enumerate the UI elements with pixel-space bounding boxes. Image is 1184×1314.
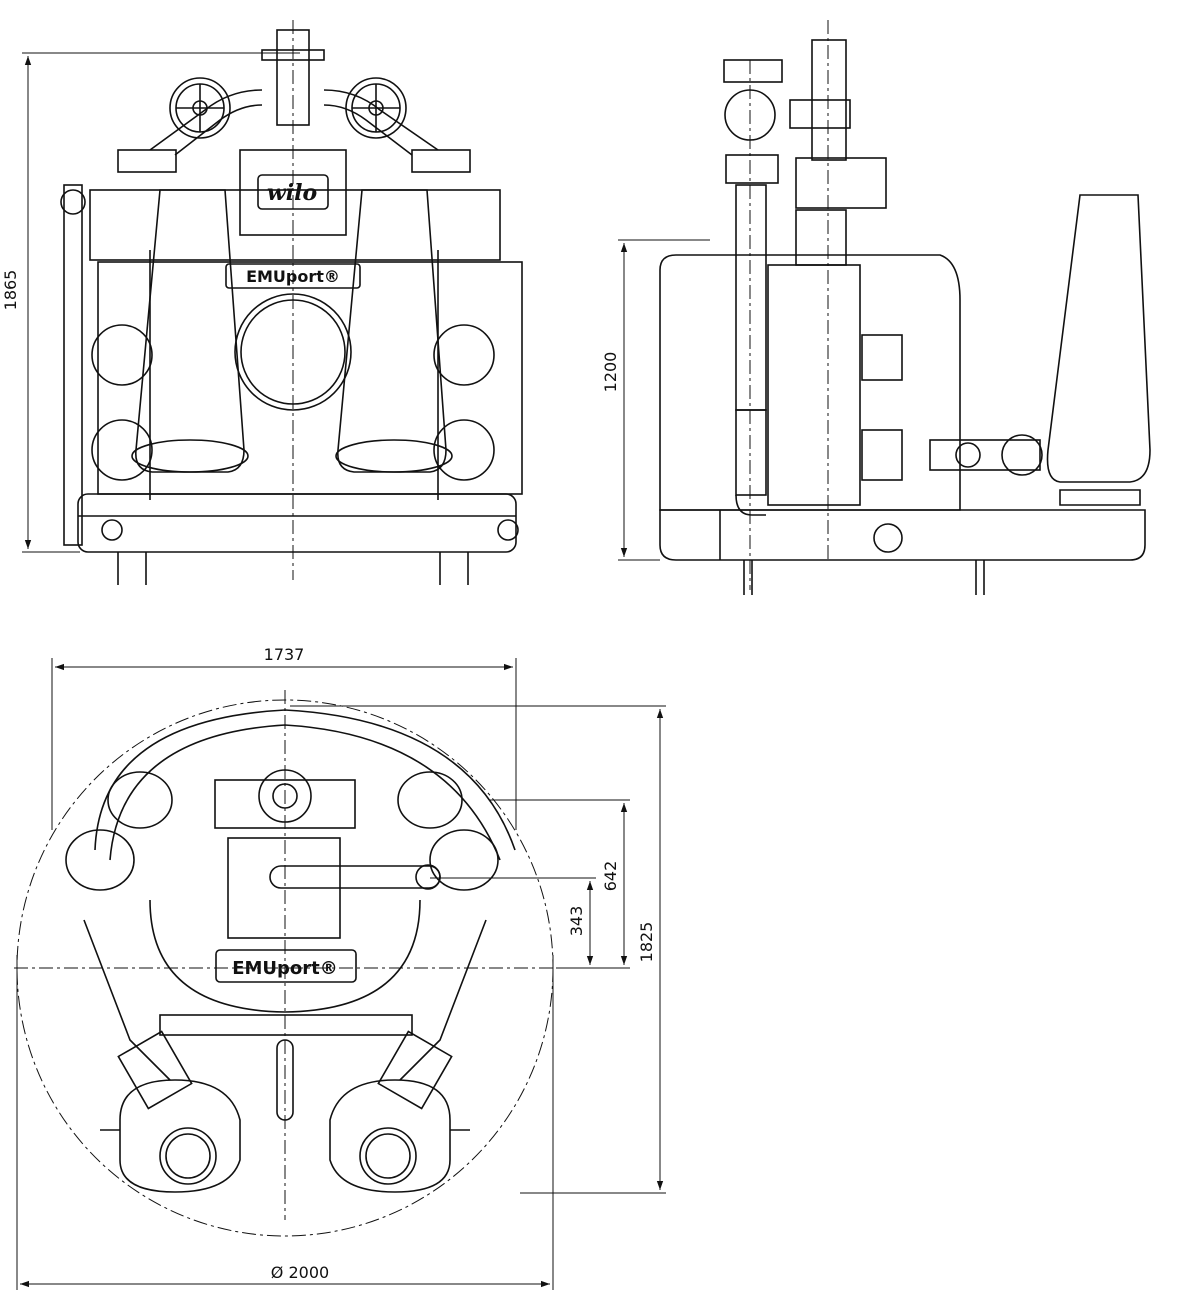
front-view (60, 20, 523, 585)
dimension-side-height (618, 239, 710, 561)
handwheel-left-icon (169, 77, 231, 139)
dimension-top-offset-small-label: 343 (567, 906, 586, 937)
dimension-top-offset-small (430, 877, 596, 965)
handwheel-right-icon (345, 77, 407, 139)
dimension-top-depth-label: 1825 (637, 922, 656, 963)
dimension-front-height (22, 52, 300, 553)
dimension-top-depth (290, 705, 666, 1194)
dimension-top-offset-mid (490, 799, 630, 969)
emuport-label-front: EMUport® (246, 267, 340, 286)
dimension-front-height-label: 1865 (1, 270, 20, 311)
side-view (659, 20, 1151, 595)
dimension-top-width (51, 658, 517, 830)
dimension-diameter (16, 955, 554, 1290)
dimension-side-height-label: 1200 (601, 352, 620, 393)
wilo-logo: wilo (267, 180, 317, 206)
dimension-top-width-label: 1737 (264, 645, 305, 664)
top-view (14, 690, 556, 1237)
emuport-label-top: EMUport® (232, 958, 338, 979)
dimension-top-offset-mid-label: 642 (601, 861, 620, 892)
dimension-diameter-label: Ø 2000 (271, 1263, 329, 1282)
